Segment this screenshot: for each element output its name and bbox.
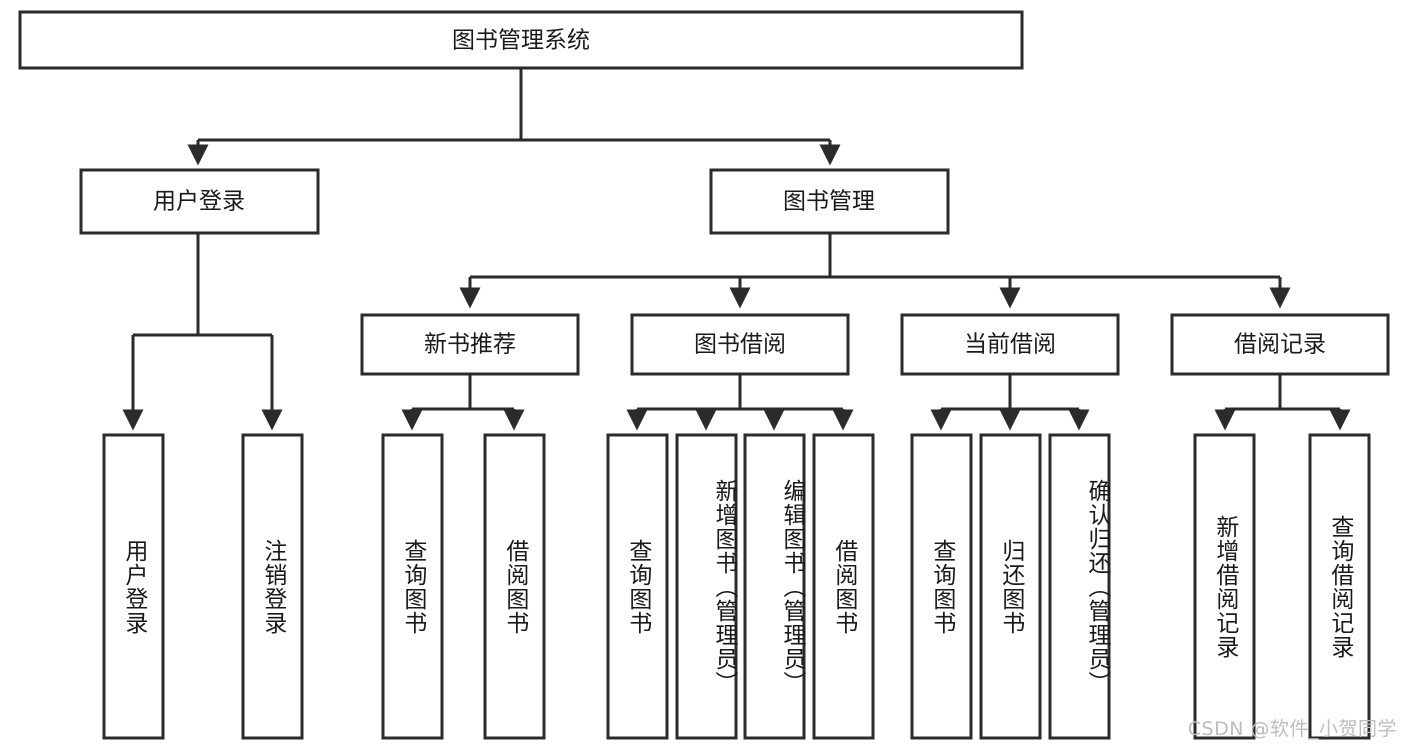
leaf-box-query-book-2[interactable] [606,433,669,740]
node-borrow-record-label: 借阅记录 [1234,332,1326,358]
node-book-manage-label: 图书管理 [783,189,875,215]
node-current-borrow-label: 当前借阅 [964,332,1056,358]
leaf-box-borrow-book-1[interactable] [483,433,546,740]
csdn-watermark: CSDN @软件_小贺同学 [1187,718,1397,740]
leaf-box-add-book[interactable] [675,433,738,740]
leaf-box-borrow-book-2[interactable] [812,433,875,740]
connector-root-to-level2 [187,68,841,166]
leaf-box-return-book[interactable] [979,433,1042,740]
leaf-box-edit-book[interactable] [743,433,806,740]
leaf-box-query-book-1[interactable] [381,433,444,740]
connector-borrowrecord-to-leaves [1214,374,1351,431]
node-root-system[interactable]: 图书管理系统 [18,10,1024,70]
leaf-box-query-book-3[interactable] [910,433,973,740]
connector-bookmanage-to-level3 [459,233,1291,309]
node-user-login-label: 用户登录 [153,189,245,215]
leaf-box-add-record[interactable] [1193,433,1256,740]
node-root-label: 图书管理系统 [452,28,590,54]
node-new-book-recommend-label: 新书推荐 [424,332,516,358]
node-current-borrow[interactable]: 当前借阅 [900,313,1120,376]
connector-userlogin-to-leaves [122,233,283,431]
node-new-book-recommend[interactable]: 新书推荐 [360,313,580,376]
node-book-manage[interactable]: 图书管理 [709,168,950,235]
leaf-box-query-record[interactable] [1308,433,1371,740]
connector-currentborrow-to-leaves [930,374,1090,431]
node-user-login[interactable]: 用户登录 [79,168,320,235]
node-borrow-record[interactable]: 借阅记录 [1170,313,1390,376]
leaf-box-user-login[interactable] [102,433,165,740]
leaf-box-logout-login[interactable] [241,433,304,740]
leaf-box-confirm-return[interactable] [1048,433,1111,740]
connector-newbook-to-leaves [401,374,525,431]
node-book-borrow[interactable]: 图书借阅 [630,313,850,376]
connector-bookborrow-to-leaves [626,374,854,431]
node-book-borrow-label: 图书借阅 [694,332,786,358]
